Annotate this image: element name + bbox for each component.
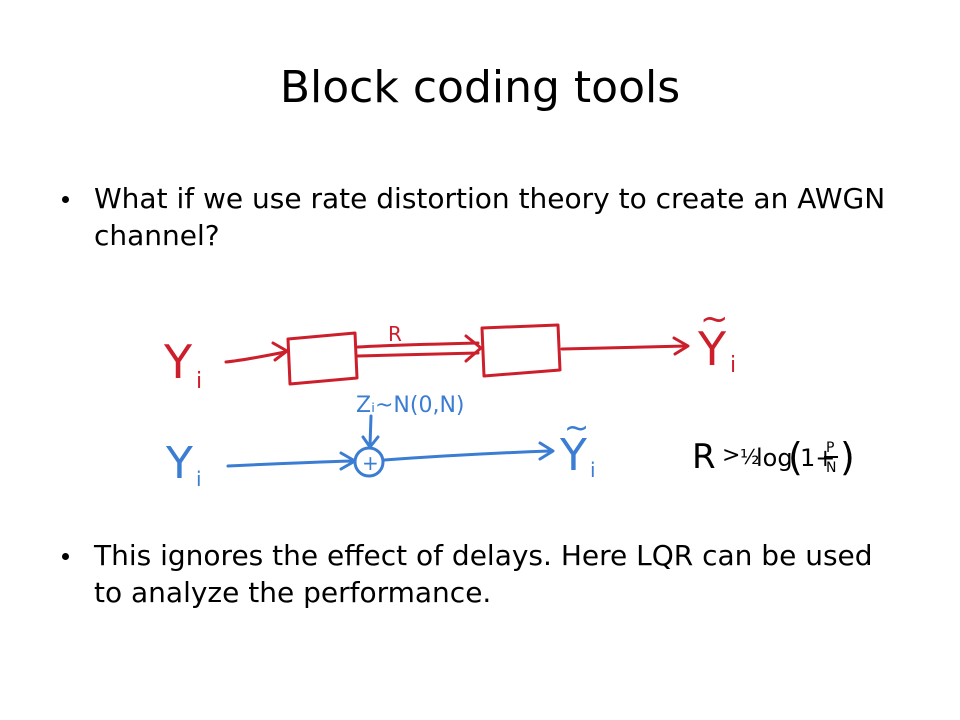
- formula-denominator: N: [826, 460, 836, 476]
- rate-arrowhead: [464, 334, 483, 363]
- encoder-box: [286, 331, 359, 386]
- formula-open-paren: (: [788, 435, 803, 479]
- top-output-arrowhead: [672, 336, 690, 356]
- bullet-item: This ignores the effect of delays. Here …: [62, 537, 912, 617]
- bottom-input-subscript: i: [196, 467, 202, 491]
- bottom-output-arrowhead: [538, 441, 555, 461]
- noise-arrowhead: [361, 435, 380, 449]
- bottom-output-subscript: i: [590, 458, 596, 482]
- top-input-subscript: i: [196, 369, 202, 394]
- top-chain: [224, 323, 690, 386]
- bottom-labels: Y i Zᵢ~N(0,N) + ~ Y i: [165, 393, 596, 491]
- bullet-text: This ignores the effect of delays. Here …: [94, 539, 873, 610]
- top-output-label: Y: [697, 322, 727, 376]
- top-output-arrow: [560, 344, 688, 351]
- rate-line-upper: [356, 341, 480, 349]
- top-input-label: Y: [163, 335, 193, 389]
- top-input-arrowhead: [271, 341, 289, 362]
- top-output-subscript: i: [730, 353, 736, 378]
- top-input-arrow: [224, 350, 287, 364]
- formula-lhs: R: [692, 437, 716, 477]
- bullet-dot: [62, 553, 69, 560]
- bottom-chain: [226, 414, 555, 478]
- bottom-output-tilde: ~: [564, 411, 589, 446]
- decoder-box: [480, 323, 562, 378]
- formula-numerator: P: [826, 440, 834, 456]
- bottom-output-arrow: [382, 449, 552, 462]
- rate-formula: R > ½ log ( 1+ P N ): [692, 435, 855, 479]
- top-labels: Y i R ~ Y i: [163, 299, 736, 394]
- rate-label: R: [388, 322, 402, 346]
- bottom-output-label: Y: [559, 430, 587, 481]
- bottom-input-label: Y: [165, 438, 193, 489]
- bottom-input-arrow: [226, 459, 354, 468]
- top-output-tilde: ~: [700, 299, 729, 339]
- bullet-dot: [62, 196, 69, 203]
- bullet-text: What if we use rate distortion theory to…: [94, 182, 886, 253]
- formula-relation: >: [722, 443, 740, 468]
- formula-close-paren: ): [840, 435, 855, 479]
- formula-half: ½: [740, 445, 759, 469]
- formula-log: log: [756, 444, 793, 472]
- rate-line-lower: [356, 351, 480, 358]
- bullet-item: What if we use rate distortion theory to…: [62, 180, 912, 260]
- noise-label: Zᵢ~N(0,N): [356, 393, 465, 418]
- handwritten-diagram: Y i R ~ Y i Y i Zᵢ~N(0,N) + ~ Y i R > ½ …: [163, 299, 855, 491]
- noise-arrow: [368, 414, 373, 448]
- adder-symbol: +: [362, 451, 379, 475]
- slide-title: Block coding tools: [279, 62, 681, 113]
